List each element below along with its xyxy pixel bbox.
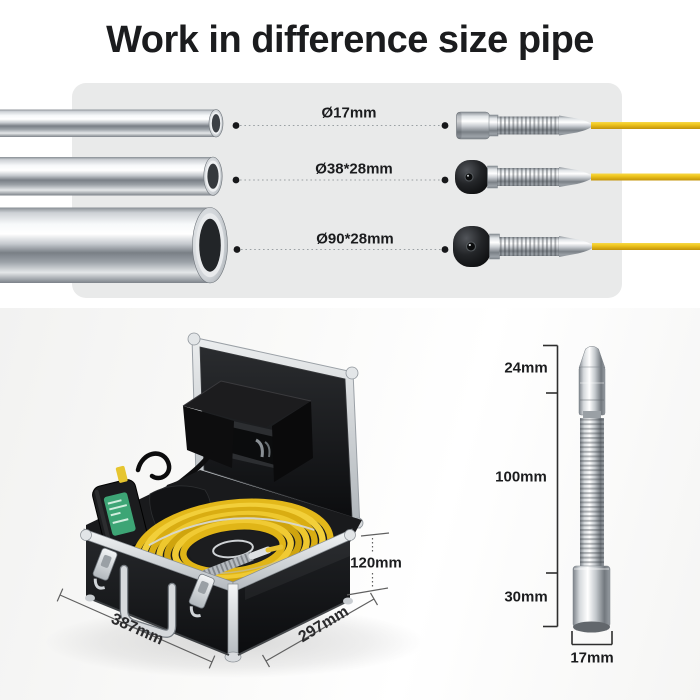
pipes-and-camera-heads-illustration [0, 109, 700, 284]
camera-lens [465, 241, 477, 252]
connector-cable [135, 451, 172, 481]
push-cable [592, 243, 700, 250]
push-cable [591, 173, 700, 181]
probe-camera-head [578, 346, 606, 418]
handheld-control [92, 465, 148, 551]
monitor-sun-hood [166, 380, 313, 494]
probe-tip-length-label: 24mm [504, 359, 548, 377]
probe-base-length-label: 30mm [504, 588, 548, 606]
reel-hub [212, 539, 254, 559]
steel-pipe-medium [0, 156, 223, 196]
monitor-screen [228, 427, 279, 465]
leader-lines [240, 124, 442, 251]
case-foot [85, 594, 95, 602]
camera-head-bare [456, 111, 700, 140]
probe-spring-length-label: 100mm [495, 468, 547, 486]
rim-corner-cap [80, 529, 92, 541]
case-base [80, 528, 356, 663]
lid-corner-protector [187, 332, 201, 346]
pipe-size-label-17mm: Ø17mm [321, 104, 377, 122]
lid-corner-protector [345, 366, 359, 380]
latch-right [188, 573, 215, 618]
case-handle [119, 564, 177, 638]
case-foot [343, 597, 353, 605]
probe-spring [580, 418, 604, 567]
camera-head-small-skid [455, 160, 700, 194]
case-dimension-lines [56, 532, 390, 669]
camera-lens [464, 172, 474, 182]
yellow-connector [115, 465, 128, 483]
probe-base [572, 565, 611, 633]
camera-probe-illustration [543, 344, 613, 646]
reel-frame [148, 517, 315, 547]
push-cable [591, 122, 700, 129]
carry-case-illustration [45, 332, 425, 678]
leader-dots [232, 122, 449, 253]
page-title: Work in difference size pipe [106, 19, 594, 61]
latch-left [92, 547, 118, 590]
steel-pipe-small [0, 109, 224, 138]
pipe-size-label-90mm: Ø90*28mm [316, 230, 394, 248]
probe-diameter-label: 17mm [570, 649, 614, 667]
rim-corner-cap [344, 529, 356, 541]
probe-dimension-bracket [543, 344, 613, 646]
pipe-size-label-38mm: Ø38*28mm [315, 160, 393, 178]
case-height-label: 120mm [350, 554, 402, 572]
camera-head-large-skid [453, 226, 700, 267]
steel-pipe-large [0, 207, 228, 284]
